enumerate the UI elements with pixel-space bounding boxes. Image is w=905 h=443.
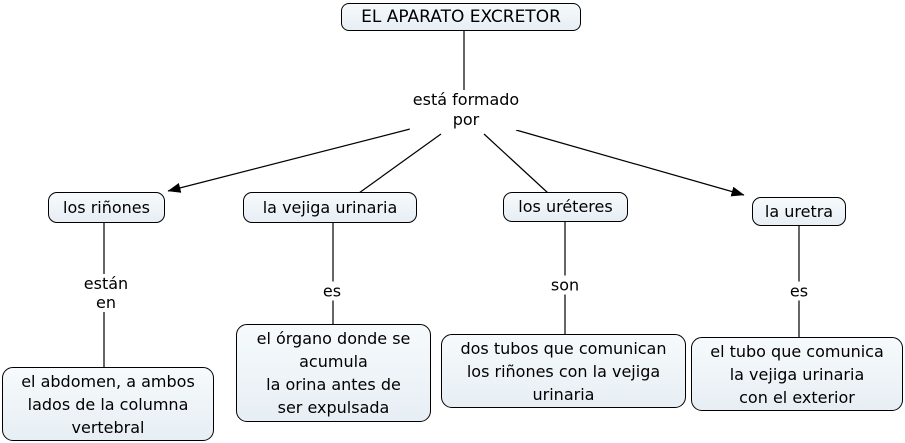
linking-phrase-esta-formado-por[interactable]: está formado por (409, 90, 523, 130)
line-linking-to-vejiga (358, 133, 442, 194)
linking-phrase-son[interactable]: son (547, 275, 583, 295)
line-linking-to-uretra (515, 129, 745, 197)
linking-phrase-es-uretra[interactable]: es (786, 281, 812, 301)
concept-uretra[interactable]: la uretra (752, 197, 846, 226)
description-vejiga-urinaria[interactable]: el órgano donde se acumula la orina ante… (236, 324, 431, 422)
line-linking-to-rinones (167, 127, 415, 193)
concept-ureteres[interactable]: los uréteres (503, 192, 628, 222)
description-rinones[interactable]: el abdomen, a ambos lados de la columna … (2, 367, 214, 441)
linking-phrase-estan-en[interactable]: están en (80, 274, 132, 312)
description-ureteres[interactable]: dos tubos que comunican los riñones con … (441, 334, 686, 408)
concept-vejiga-urinaria[interactable]: la vejiga urinaria (243, 192, 417, 223)
concept-rinones[interactable]: los riñones (48, 192, 165, 223)
concept-aparato-excretor[interactable]: EL APARATO EXCRETOR (341, 3, 581, 31)
description-uretra[interactable]: el tubo que comunica la vejiga urinaria … (691, 337, 903, 411)
linking-phrase-es-vejiga[interactable]: es (319, 281, 345, 301)
line-linking-to-ureteres (483, 133, 549, 194)
